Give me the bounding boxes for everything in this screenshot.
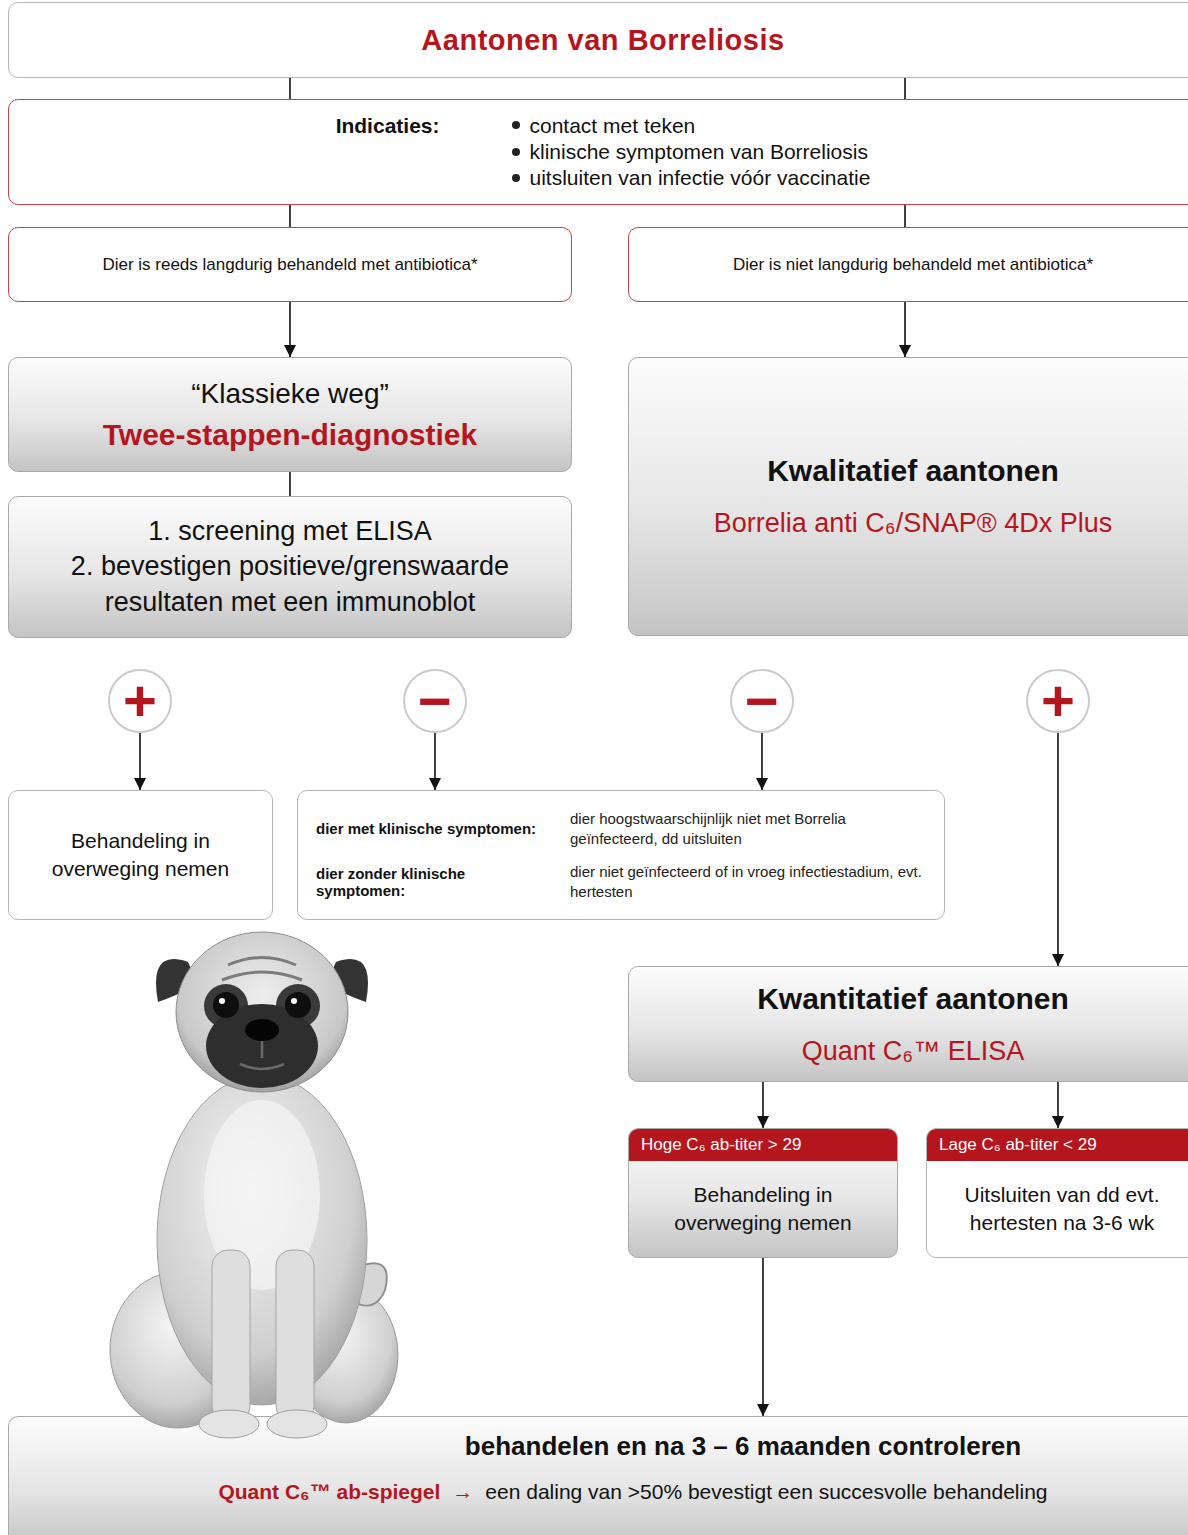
outcome-box: dier met klinische symptomen: dier hoogst… bbox=[297, 790, 945, 920]
node-text: Indicaties: bbox=[336, 114, 440, 138]
node-text: Hoge C₆ ab-titer > 29 bbox=[629, 1129, 897, 1161]
node-text: → bbox=[452, 1480, 473, 1504]
node-text: Lage C₆ ab-titer < 29 bbox=[927, 1129, 1188, 1161]
condition-box: Dier is niet langdurig behandeld met ant… bbox=[628, 227, 1188, 302]
dog-nose bbox=[245, 1019, 279, 1041]
node-text: klinische symptomen van Borreliosis bbox=[510, 139, 868, 165]
node-text: 1. screening met ELISA bbox=[148, 514, 432, 549]
followup-box: behandelen en na 3 – 6 maanden controler… bbox=[8, 1416, 1188, 1535]
node-text: dier met klinische symptomen: bbox=[316, 820, 536, 837]
connector-arrow bbox=[1057, 733, 1059, 966]
connector-arrow bbox=[434, 733, 436, 790]
node-text: “Klassieke weg” bbox=[191, 378, 389, 410]
condition-box: Dier is reeds langdurig behandeld met an… bbox=[8, 227, 572, 302]
connector-arrow bbox=[762, 1258, 764, 1416]
node-text: − bbox=[418, 672, 452, 730]
node-text: uitsluiten van infectie vóór vaccinatie bbox=[510, 165, 871, 191]
connector-arrow bbox=[761, 733, 763, 790]
node-text: dier zonder klinische symptomen: bbox=[316, 865, 556, 899]
node-text: contact met teken bbox=[510, 113, 696, 139]
node-text: Twee-stappen-diagnostiek bbox=[103, 418, 478, 452]
node-text: Kwantitatief aantonen bbox=[757, 982, 1069, 1016]
node-text: Dier is niet langdurig behandeld met ant… bbox=[733, 255, 1093, 275]
node-text: Behandeling in overweging nemen bbox=[25, 827, 256, 884]
dog-eye-light bbox=[291, 998, 297, 1004]
node-text: Quant C₆™ ab-spiegel bbox=[218, 1480, 440, 1504]
node-text: 2. bevestigen positieve/grenswaarde resu… bbox=[25, 549, 555, 619]
dog-eye bbox=[213, 992, 239, 1018]
dog-body bbox=[157, 1075, 367, 1405]
dog-eye-light bbox=[219, 998, 225, 1004]
node-text: Kwalitatief aantonen bbox=[767, 454, 1059, 488]
dog-leg bbox=[212, 1250, 250, 1422]
node-text: Dier is reeds langdurig behandeld met an… bbox=[102, 255, 477, 275]
titer-box: Lage C₆ ab-titer < 29 Uitsluiten van dd e… bbox=[926, 1128, 1188, 1258]
dog-paw bbox=[267, 1410, 327, 1438]
text-row: Quant C₆™ ab-spiegel → een daling van >50%… bbox=[9, 1480, 1188, 1504]
outcome-box: Behandeling in overweging nemen bbox=[8, 790, 273, 920]
connector-arrow bbox=[904, 205, 906, 227]
node-text: + bbox=[123, 672, 157, 730]
dog-leg bbox=[276, 1250, 314, 1422]
dog-mouth bbox=[240, 1041, 284, 1069]
dog-head bbox=[176, 932, 348, 1092]
node-text: Uitsluiten van dd evt. hertesten na 3-6 … bbox=[939, 1181, 1185, 1238]
title-box: Aantonen van Borreliosis bbox=[8, 2, 1188, 78]
method-box: Kwalitatief aantonenBorrelia anti C₆/SNA… bbox=[628, 357, 1188, 636]
node-text: Aantonen van Borreliosis bbox=[421, 24, 784, 57]
node-text: dier niet geïnfecteerd of in vroeg infec… bbox=[570, 862, 926, 901]
connector-arrow bbox=[762, 1082, 764, 1128]
result-circle: + bbox=[1026, 669, 1090, 733]
node-text: Borrelia anti C₆/SNAP® 4Dx Plus bbox=[714, 508, 1112, 539]
indication-box: Indicaties: contact met tekenklinische sy… bbox=[8, 99, 1188, 205]
connector-arrow bbox=[289, 78, 291, 99]
connector-arrow bbox=[139, 733, 141, 790]
connector-arrow bbox=[289, 205, 291, 227]
node-text: Quant C₆™ ELISA bbox=[802, 1036, 1025, 1067]
node-text: Behandeling in overweging nemen bbox=[641, 1181, 885, 1238]
node-text: dier hoogstwaarschijnlijk niet met Borre… bbox=[570, 809, 926, 848]
connector-arrow bbox=[1057, 1082, 1059, 1128]
titer-box: Hoge C₆ ab-titer > 29 Behandeling in over… bbox=[628, 1128, 898, 1258]
node-text: een daling van >50% bevestigt een succes… bbox=[485, 1480, 1047, 1504]
connector-arrow bbox=[904, 78, 906, 99]
dog-paw bbox=[199, 1410, 259, 1438]
result-circle: + bbox=[108, 669, 172, 733]
connector-arrow bbox=[289, 472, 291, 496]
step-box: 1. screening met ELISA2. bevestigen posi… bbox=[8, 496, 572, 638]
dog-wrinkle bbox=[222, 958, 302, 981]
dog-eye bbox=[285, 992, 311, 1018]
node-text: + bbox=[1041, 672, 1075, 730]
connector-arrow bbox=[289, 302, 291, 357]
method-box: “Klassieke weg” Twee-stappen-diagnostiek bbox=[8, 357, 572, 472]
node-text: behandelen en na 3 – 6 maanden controler… bbox=[289, 1431, 1188, 1462]
connector-arrow bbox=[904, 302, 906, 357]
node-text: − bbox=[745, 672, 779, 730]
result-circle: − bbox=[403, 669, 467, 733]
result-circle: − bbox=[730, 669, 794, 733]
method-box: Kwantitatief aantonenQuant C₆™ ELISA bbox=[628, 966, 1188, 1082]
